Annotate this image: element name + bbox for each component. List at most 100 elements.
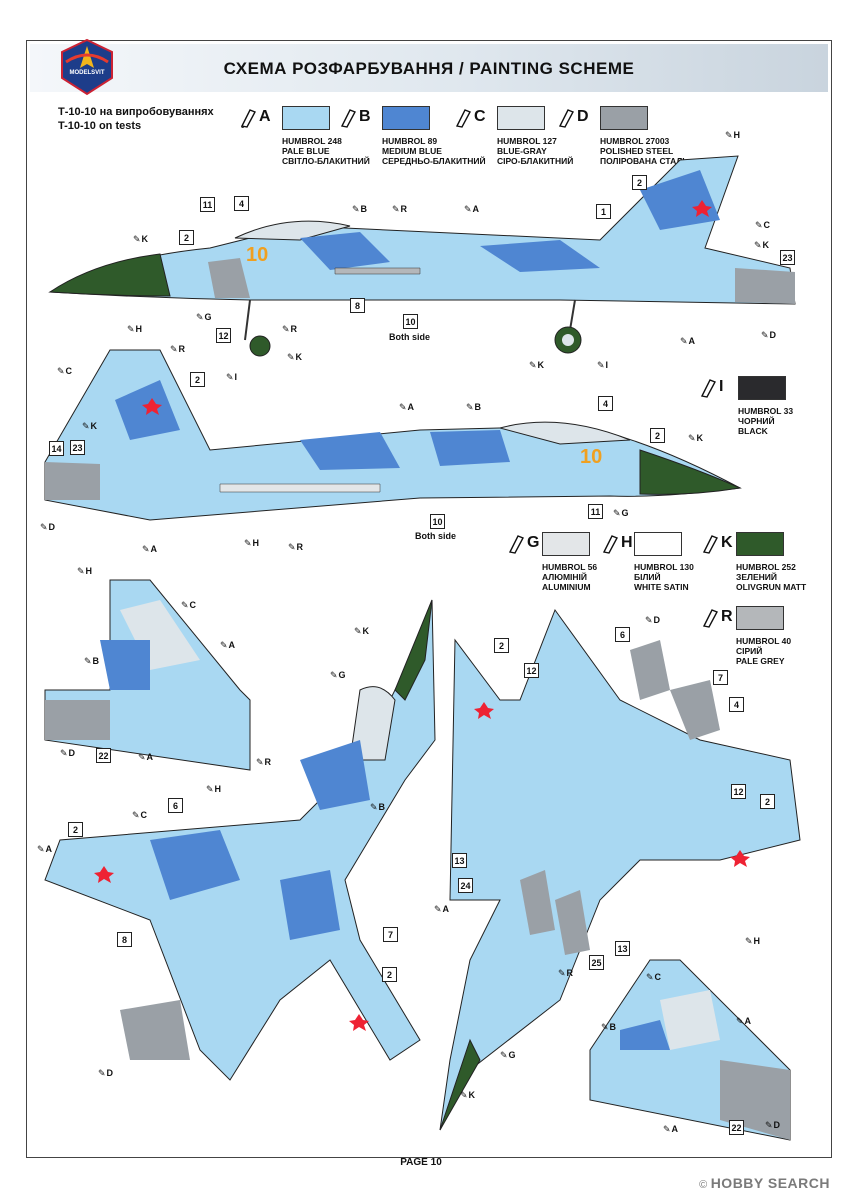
paint-tag-a: A — [37, 844, 53, 855]
paint-tag-g: G — [500, 1050, 516, 1061]
watermark: ©HOBBY SEARCH — [699, 1175, 830, 1191]
paint-tag-c: C — [755, 220, 771, 231]
paint-tag-g: G — [613, 508, 629, 519]
paint-tag-a: A — [399, 402, 415, 413]
legend-text: HUMBROL 252 ЗЕЛЕНИЙ OLIVGRUN MATT — [736, 562, 806, 592]
brush-icon — [340, 109, 356, 128]
paint-code: HUMBROL 33 — [738, 406, 794, 416]
paint-tag-c: C — [181, 600, 197, 611]
paint-name-en: PALE BLUE — [282, 146, 330, 156]
side-view-left-profile — [48, 155, 796, 357]
paint-tag-d: D — [98, 1068, 114, 1079]
callout-24: 24 — [458, 878, 473, 893]
both-side-note: Both side — [389, 332, 431, 342]
legend-letter: R — [721, 608, 733, 625]
paint-tag-h: H — [127, 324, 143, 335]
legend-text: HUMBROL 127 BLUE-GRAY СІРО-БЛАКИТНИЙ — [497, 136, 573, 166]
paint-tag-d: D — [765, 1120, 781, 1131]
callout-6: 6 — [615, 627, 630, 642]
paint-tag-a: A — [220, 640, 236, 651]
paint-tag-g: G — [330, 670, 346, 681]
copyright-mark: © — [699, 1179, 708, 1191]
callout-25: 25 — [589, 955, 604, 970]
paint-tag-r: R — [558, 968, 574, 979]
paint-tag-b: B — [466, 402, 482, 413]
paint-tag-b: B — [84, 656, 100, 667]
color-swatch — [736, 532, 784, 556]
paint-tag-h: H — [206, 784, 222, 795]
callout-4: 4 — [234, 196, 249, 211]
paint-tag-k: K — [529, 360, 545, 371]
paint-tag-k: K — [287, 352, 303, 363]
callout-2: 2 — [68, 822, 83, 837]
color-swatch — [600, 106, 648, 130]
paint-name-ua: СІРО-БЛАКИТНИЙ — [497, 156, 574, 166]
brush-icon — [508, 535, 524, 554]
header-banner: СХЕМА РОЗФАРБУВАННЯ / PAINTING SCHEME — [30, 44, 828, 92]
logo-text: MODELSVIT — [69, 70, 105, 76]
paint-tag-d: D — [40, 522, 56, 533]
callout-12: 12 — [731, 784, 746, 799]
paint-tag-c: C — [132, 810, 148, 821]
paint-code: HUMBROL 248 — [282, 136, 342, 146]
brush-icon — [240, 109, 256, 128]
paint-name-en: BLACK — [738, 426, 768, 436]
legend-text: HUMBROL 40 СІРИЙ PALE GREY — [736, 636, 791, 666]
callout-4: 4 — [729, 697, 744, 712]
legend-letter: D — [577, 108, 589, 125]
color-swatch — [634, 532, 682, 556]
legend-text: HUMBROL 130 БІЛИЙ WHITE SATIN — [634, 562, 694, 592]
paint-tag-a: A — [434, 904, 450, 915]
paint-code: HUMBROL 89 — [382, 136, 438, 146]
legend-text: HUMBROL 33 ЧОРНИЙ BLACK — [738, 406, 793, 436]
callout-23: 23 — [780, 250, 795, 265]
paint-tag-k: K — [460, 1090, 476, 1101]
paint-tag-r: R — [392, 204, 408, 215]
callout-1: 1 — [596, 204, 611, 219]
paint-tag-r: R — [170, 344, 186, 355]
paint-tag-a: A — [663, 1124, 679, 1135]
fin-view-left — [44, 579, 251, 771]
paint-name-en: WHITE SATIN — [634, 582, 689, 592]
paint-tag-a: A — [142, 544, 158, 555]
brush-icon — [702, 609, 718, 628]
paint-tag-r: R — [288, 542, 304, 553]
callout-2: 2 — [179, 230, 194, 245]
legend-letter: K — [721, 534, 733, 551]
legend-letter: G — [527, 534, 540, 551]
callout-2: 2 — [632, 175, 647, 190]
paint-tag-h: H — [77, 566, 93, 577]
paint-name-ua: БІЛИЙ — [634, 572, 661, 582]
page-number: PAGE 10 — [400, 1157, 442, 1168]
paint-tag-c: C — [57, 366, 73, 377]
subtitle-ua: Т-10-10 на випробовуваннях — [58, 106, 214, 118]
callout-11: 11 — [588, 504, 603, 519]
nose-number: 10 — [246, 244, 269, 266]
callout-2: 2 — [190, 372, 205, 387]
paint-tag-h: H — [745, 936, 761, 947]
color-swatch — [542, 532, 590, 556]
callout-13: 13 — [615, 941, 630, 956]
color-swatch — [736, 606, 784, 630]
paint-tag-g: G — [196, 312, 212, 323]
legend-letter: I — [719, 378, 724, 395]
paint-tag-b: B — [601, 1022, 617, 1033]
paint-tag-k: K — [754, 240, 770, 251]
legend-text: HUMBROL 27003 POLISHED STEEL ПОЛІРОВАНА … — [600, 136, 688, 166]
callout-10: 10 — [403, 314, 418, 329]
brush-icon — [455, 109, 471, 128]
paint-name-en: OLIVGRUN MATT — [736, 582, 807, 592]
callout-14: 14 — [49, 441, 64, 456]
paint-name-ua: ЧОРНИЙ — [738, 416, 775, 426]
paint-name-ua: АЛЮМІНІЙ — [542, 572, 588, 582]
side-view-right-profile — [44, 349, 742, 521]
callout-12: 12 — [524, 663, 539, 678]
paint-tag-b: B — [352, 204, 368, 215]
paint-code: HUMBROL 127 — [497, 136, 557, 146]
callout-22: 22 — [96, 748, 111, 763]
callout-4: 4 — [598, 396, 613, 411]
paint-name-ua: ЗЕЛЕНИЙ — [736, 572, 777, 582]
paint-tag-a: A — [138, 752, 154, 763]
paint-tag-a: A — [680, 336, 696, 347]
